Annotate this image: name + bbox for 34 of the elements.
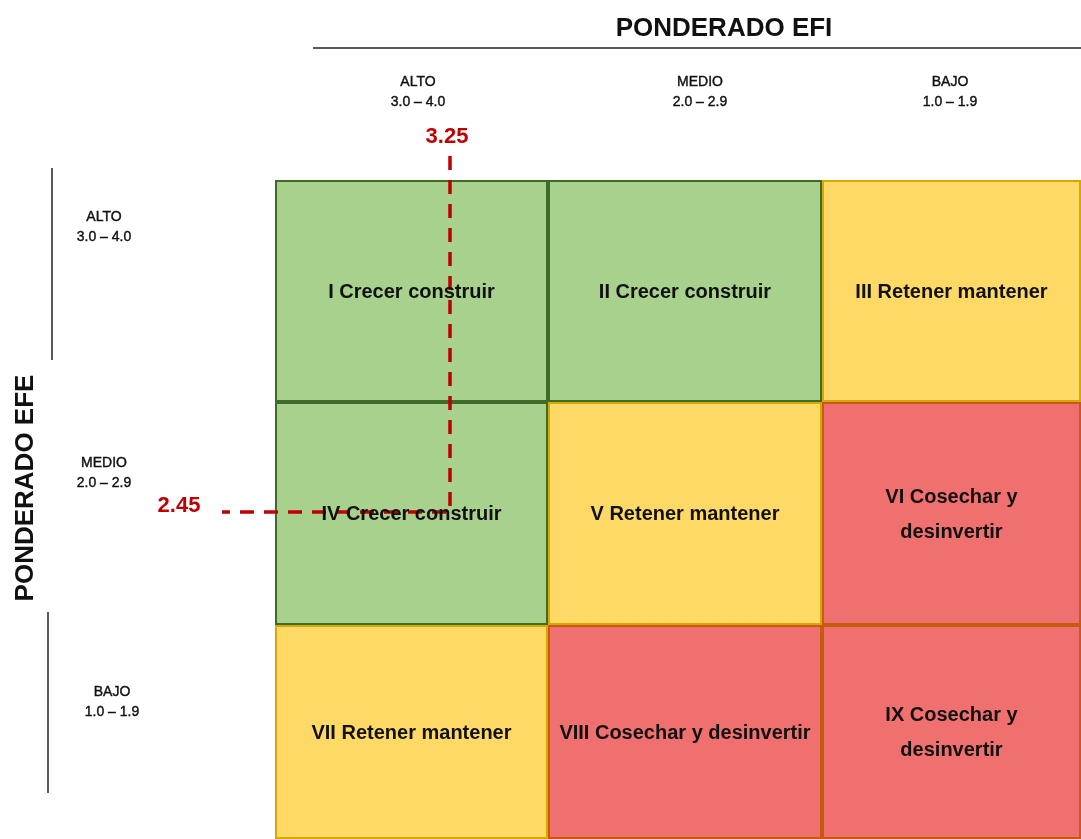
harvest-divest-cell (548, 625, 822, 839)
axis-title: PONDERADO EFI (615, 12, 833, 43)
cell-label: III Retener mantener (854, 278, 1049, 304)
hold-maintain-cell (548, 402, 822, 625)
row-range: 1.0 – 1.9 (84, 704, 140, 720)
row-header: BAJO (93, 684, 131, 700)
harvest-divest-cell (822, 402, 1081, 625)
cell-label: IV Crecer construir (320, 501, 503, 526)
hold-maintain-cell (822, 180, 1081, 402)
column-range: 3.0 – 4.0 (390, 94, 446, 110)
column-range: 2.0 – 2.9 (672, 94, 728, 110)
cell-label: II Crecer construir (597, 278, 773, 304)
cell-label: IX Cosechar y desinvertir (884, 702, 1019, 762)
row-header: ALTO (86, 209, 122, 225)
column-header: ALTO (400, 74, 436, 90)
grow-build-cell (548, 180, 822, 402)
grow-build-cell (275, 180, 548, 402)
column-header: BAJO (931, 74, 969, 90)
row-header: MEDIO (81, 455, 127, 471)
harvest-divest-cell (822, 625, 1081, 839)
value-label: 3.25 (425, 124, 469, 149)
cell-label: VI Cosechar y desinvertir (884, 483, 1019, 544)
axis-title: PONDERADO EFE (9, 374, 39, 602)
hold-maintain-cell (275, 625, 548, 839)
column-header: MEDIO (677, 74, 723, 90)
cell-label: V Retener mantener (589, 501, 781, 526)
column-range: 1.0 – 1.9 (922, 94, 978, 110)
row-range: 2.0 – 2.9 (76, 475, 132, 491)
cell-label: VIII Cosechar y desinvertir (558, 719, 812, 745)
cell-label: VII Retener mantener (310, 719, 513, 745)
value-label: 2.45 (157, 493, 201, 518)
grow-build-cell (275, 402, 548, 625)
cell-label: I Crecer construir (327, 278, 496, 304)
row-range: 3.0 – 4.0 (76, 229, 132, 245)
